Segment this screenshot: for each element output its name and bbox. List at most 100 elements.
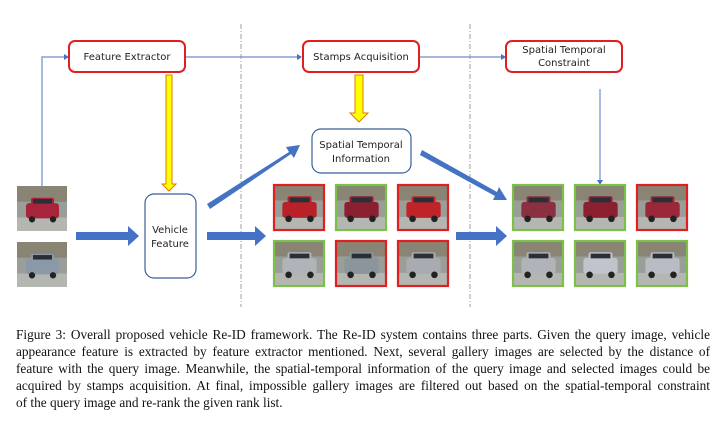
vehicle-body xyxy=(645,201,680,218)
gallery-thumbnail-green xyxy=(573,183,627,232)
gallery-thumbnail-green xyxy=(272,239,326,288)
match-frame xyxy=(334,183,388,232)
thumbnail-road xyxy=(574,272,626,287)
thumbnail-road xyxy=(512,272,564,287)
vehicle-wheel xyxy=(648,271,655,279)
vehicle-wheel xyxy=(431,271,438,279)
feature-extractor-box: Feature Extractor xyxy=(68,40,186,73)
match-frame xyxy=(635,239,689,288)
vehicle-wheel xyxy=(546,215,553,223)
spatial-temporal-constraint-box: Spatial Temporal Constraint xyxy=(505,40,623,73)
stamps-to-information-yellow-arrow xyxy=(348,74,370,123)
information-label-line1: Spatial Temporal xyxy=(319,140,402,151)
vehicle-wheel xyxy=(285,215,292,223)
vehicle-wheel xyxy=(586,271,593,279)
vehicle-body xyxy=(521,201,556,218)
gallery-thumbnail-green xyxy=(334,183,388,232)
vehicle-wheel xyxy=(586,215,593,223)
caption-line: feature with the query image. Meanwhile,… xyxy=(16,361,710,376)
thumbnail-scene xyxy=(574,240,626,257)
thumbnail-road xyxy=(397,272,449,287)
vehicle-window xyxy=(413,253,434,259)
vehicle-body xyxy=(26,203,59,219)
query-images xyxy=(17,186,67,287)
constraint-label-line1: Spatial Temporal xyxy=(522,45,605,56)
vehicle-body xyxy=(344,257,379,274)
spatial-temporal-information-box: Spatial Temporal Information xyxy=(311,128,412,174)
query-to-extractor-connector xyxy=(41,56,64,187)
vehicle-window xyxy=(289,197,310,203)
query-to-feature-arrow xyxy=(76,226,139,246)
constraint-label-line2: Constraint xyxy=(538,58,590,69)
vehicle-body xyxy=(406,201,441,218)
vehicle-feature-label-line1: Vehicle xyxy=(152,225,188,236)
vehicle-wheel xyxy=(648,215,655,223)
vehicle-window xyxy=(33,199,52,204)
stamps-acquisition-box: Stamps Acquisition xyxy=(302,40,420,73)
vehicle-body xyxy=(583,257,618,274)
vehicle-body xyxy=(406,257,441,274)
match-frame xyxy=(635,183,689,232)
match-frame xyxy=(573,239,627,288)
vehicle-body xyxy=(282,257,317,274)
vehicle-wheel xyxy=(347,215,354,223)
vehicle-wheel xyxy=(369,271,376,279)
vehicle-wheel xyxy=(369,215,376,223)
vehicle-wheel xyxy=(608,271,615,279)
vehicle-body xyxy=(26,259,59,275)
gallery-thumbnail-red xyxy=(635,183,689,232)
vehicle-wheel xyxy=(347,271,354,279)
match-frame xyxy=(573,183,627,232)
thumbnail-scene xyxy=(335,184,387,201)
vehicle-body xyxy=(521,257,556,274)
thumbnail-scene xyxy=(273,184,325,201)
thumbnail-scene xyxy=(17,186,67,202)
gallery-to-reranked-arrow xyxy=(456,226,507,246)
reranked-gallery xyxy=(511,183,689,288)
gallery-thumbnail-green xyxy=(511,239,565,288)
gallery-thumbnail-red xyxy=(396,183,450,232)
match-frame xyxy=(272,239,326,288)
thumbnail-scene xyxy=(397,184,449,201)
vehicle-window xyxy=(413,197,434,203)
thumbnail-road xyxy=(636,216,688,231)
thumbnail-road xyxy=(574,216,626,231)
thumbnail-road xyxy=(17,217,67,231)
connector-arrowhead-3 xyxy=(501,54,506,60)
match-frame xyxy=(272,183,326,232)
vehicle-wheel xyxy=(285,271,292,279)
vehicle-body xyxy=(282,201,317,218)
vehicle-feature-box: Vehicle Feature xyxy=(144,193,197,279)
gallery-thumbnail-red xyxy=(396,239,450,288)
vehicle-window xyxy=(528,253,549,259)
thumbnail-road xyxy=(636,272,688,287)
query-red-minivan xyxy=(17,186,67,231)
thumbnail-road xyxy=(335,216,387,231)
gallery-thumbnail-green xyxy=(573,239,627,288)
vehicle-wheel xyxy=(524,271,531,279)
gallery-thumbnail-green xyxy=(635,239,689,288)
vehicle-window xyxy=(33,255,52,260)
query-silver-suv xyxy=(17,242,67,287)
vehicle-wheel xyxy=(670,271,677,279)
vehicle-window xyxy=(351,197,372,203)
vehicle-window xyxy=(528,197,549,203)
information-label-line2: Information xyxy=(332,154,390,165)
vehicle-window xyxy=(652,253,673,259)
match-frame xyxy=(334,239,388,288)
vehicle-wheel xyxy=(608,215,615,223)
thumbnail-scene xyxy=(397,240,449,257)
connector-arrowhead-4 xyxy=(597,180,603,185)
thumbnail-scene xyxy=(273,240,325,257)
caption-line: acquired by stamps acquisition. At final… xyxy=(16,378,710,393)
thumbnail-road xyxy=(273,216,325,231)
vehicle-window xyxy=(652,197,673,203)
vehicle-window xyxy=(289,253,310,259)
vehicle-wheel xyxy=(409,215,416,223)
feature-to-information-arrow xyxy=(207,145,300,209)
match-frame xyxy=(511,239,565,288)
vehicle-feature-label-line2: Feature xyxy=(151,239,189,250)
vehicle-body xyxy=(583,201,618,218)
vehicle-wheel xyxy=(49,216,57,223)
vehicle-wheel xyxy=(546,271,553,279)
